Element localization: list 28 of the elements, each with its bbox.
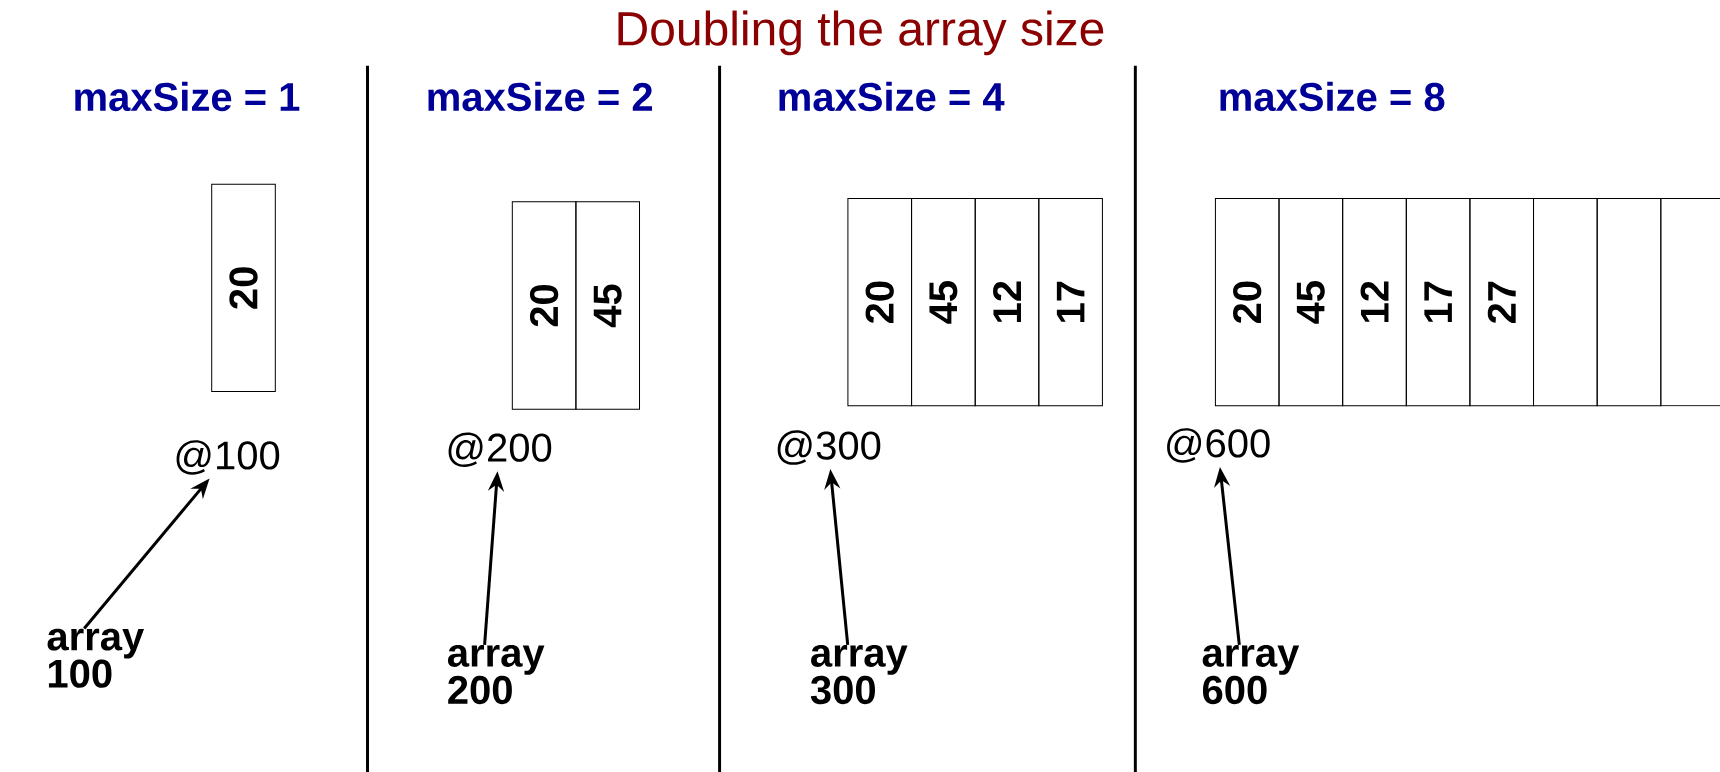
size-label: maxSize = 8 [1220,81,1445,112]
array-cell: 45 [1278,198,1344,407]
array-cell: 12 [1342,198,1407,407]
empty-cell [1596,198,1662,407]
address-label: @300 [777,430,881,465]
title: Doubling the array size [618,10,1104,56]
address-label: @100 [176,440,280,475]
size-label: maxSize = 1 [75,81,300,112]
array-cell: 45 [575,201,640,410]
empty-cell [1660,198,1720,407]
array-cell: 20 [511,201,577,410]
array-cell: 17 [1038,198,1103,407]
array-cell: 20 [211,183,276,393]
array-cell: 20 [1214,198,1280,407]
array-cell: 12 [974,198,1040,407]
array-cell: 20 [847,198,912,407]
array-cell: 17 [1405,198,1471,407]
size-label: maxSize = 2 [428,81,652,112]
address-label: @600 [1167,428,1270,463]
empty-cell [1533,198,1598,407]
pointer-label: array 300 [810,645,908,705]
pointer-label: array 200 [448,645,545,705]
pointer-label: array 100 [47,628,145,688]
array-cell: 45 [911,198,976,407]
size-label: maxSize = 4 [779,81,1005,112]
pointer-label: array 600 [1202,645,1300,705]
array-cell: 27 [1469,198,1534,407]
address-label: @200 [448,432,552,467]
